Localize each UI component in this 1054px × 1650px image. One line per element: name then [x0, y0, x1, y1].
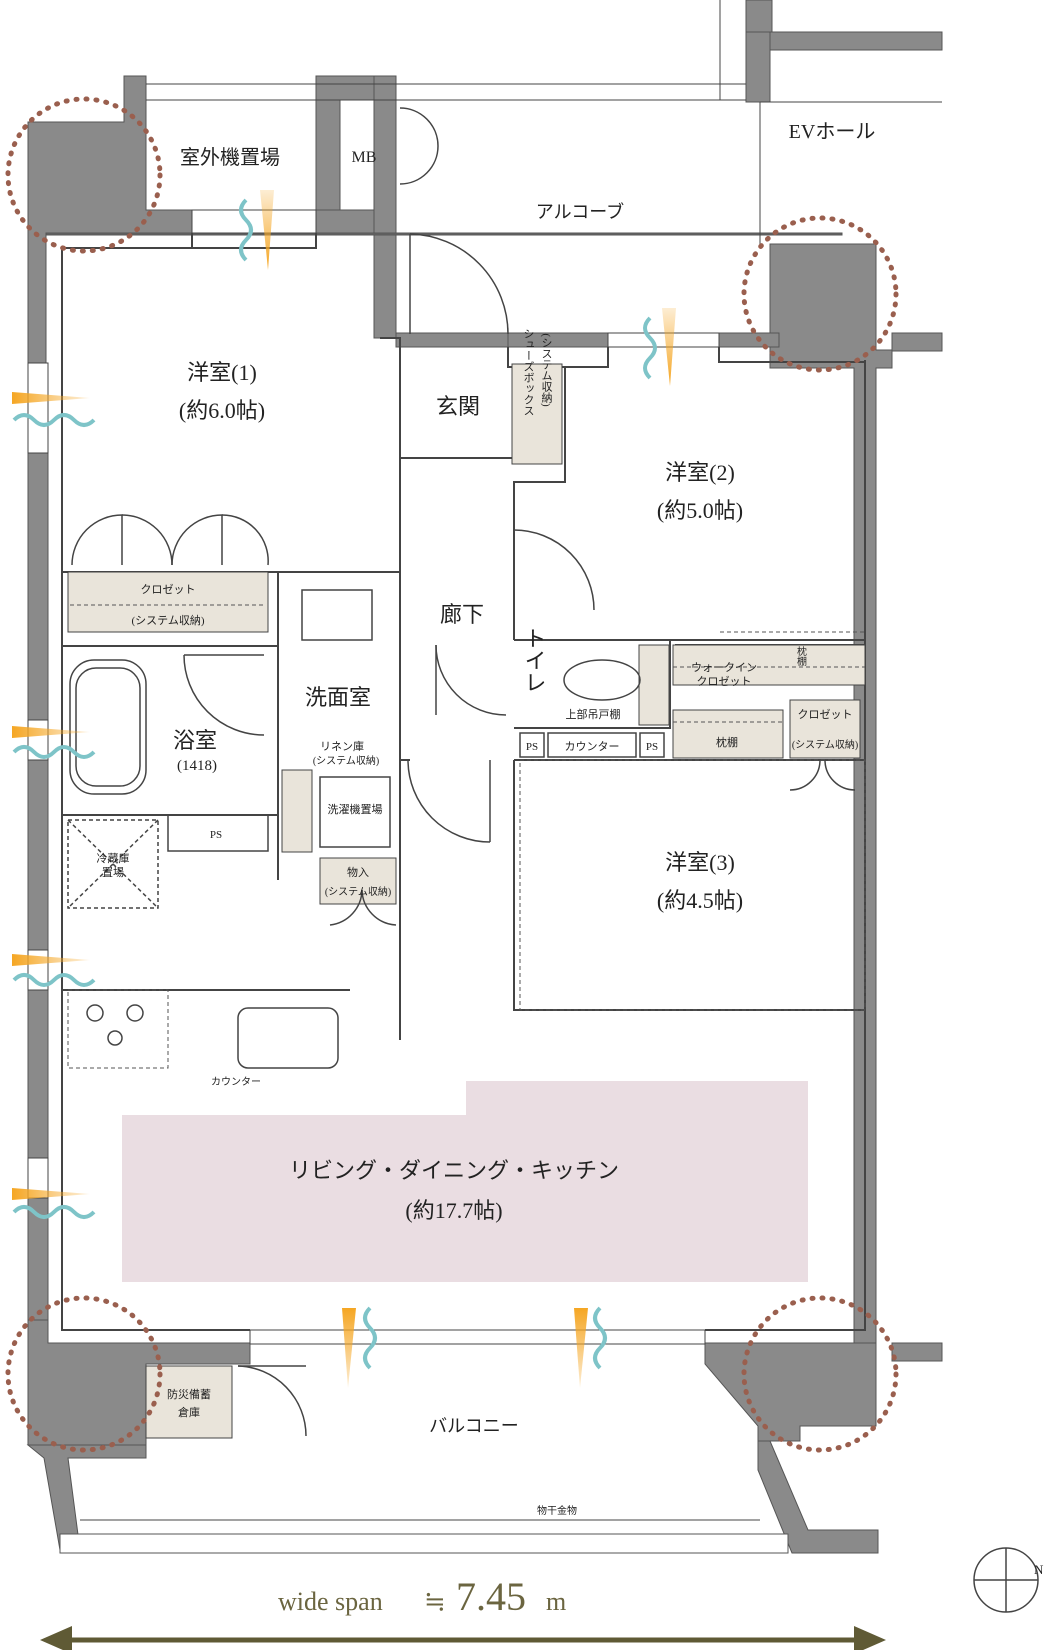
storage-areas — [67, 363, 866, 1439]
pillow-shelf-label: 枕棚 — [716, 735, 738, 749]
mb-label: MB — [352, 149, 377, 166]
walk-in-label-1: ウォークイン — [691, 661, 757, 674]
ldk-highlight — [122, 1081, 808, 1282]
balcony-label: バルコニー — [429, 1416, 519, 1436]
structural-column-markers — [5, 96, 899, 1453]
doors — [71, 107, 856, 1437]
linen-label-1: リネン庫 — [320, 739, 364, 753]
upper-cabinet-label: 上部吊戸棚 — [566, 707, 621, 721]
walk-in-label-2: クロゼット — [697, 675, 752, 688]
labels: 洋室(1) (約6.0帖) 洋室(2) (約5.0帖) 洋室(3) (約4.5帖… — [97, 121, 876, 1517]
ps-label-2: PS — [646, 741, 658, 753]
bath-size: (1418) — [177, 758, 217, 774]
hallway-label: 廊下 — [440, 602, 484, 627]
span-arrow — [40, 1626, 886, 1650]
span-approx: ≒ — [424, 1587, 446, 1616]
disaster-storage-1: 防災備蓄 — [167, 1387, 211, 1401]
span-prefix: wide span — [278, 1587, 383, 1616]
fixtures — [67, 589, 665, 1069]
closet3-label: クロゼット — [798, 708, 853, 721]
dashed-lines — [67, 604, 866, 1069]
western3-size: (約4.5帖) — [657, 888, 743, 913]
compass-north-label: N — [1034, 1562, 1044, 1577]
storage-label-1: 物入 — [347, 865, 369, 879]
ldk-name: リビング・ダイニング・キッチン — [289, 1158, 619, 1183]
ev-hall-label: EVホール — [789, 121, 876, 143]
fridge-label-1: 冷蔵庫 — [97, 851, 130, 865]
counter-kitchen-label: カウンター — [211, 1076, 261, 1088]
laundry-hardware-label: 物干金物 — [537, 1504, 577, 1517]
ldk-size: (約17.7帖) — [405, 1198, 502, 1223]
closet3-sub: (システム収納) — [792, 738, 858, 751]
western2-name: 洋室(2) — [665, 460, 735, 485]
span-value: 7.45 — [456, 1574, 526, 1619]
wide-span: wide span ≒ 7.45 m — [278, 1574, 566, 1619]
counter-toilet-label: カウンター — [565, 740, 620, 753]
shoe-box-sub: (システム収納) — [540, 333, 553, 407]
pillow-shelf-vertical: 枕棚 — [795, 645, 807, 667]
storage-label-2: (システム収納) — [325, 885, 391, 898]
toilet-label: トイレ — [522, 627, 547, 693]
outdoor-unit-label: 室外機置場 — [180, 146, 280, 169]
ps-label-1: PS — [526, 741, 538, 753]
washer-label: 洗濯機置場 — [328, 802, 383, 816]
western1-name: 洋室(1) — [187, 360, 257, 385]
bath-name: 浴室 — [173, 728, 217, 753]
ventilation-icons — [12, 190, 676, 1388]
closet1-label: クロゼット — [141, 583, 196, 596]
shoe-box-label: シューズボックス — [522, 328, 535, 416]
walls — [26, 0, 943, 1554]
closet1-sub: (システム収納) — [132, 614, 205, 627]
ps-label-bath: PS — [210, 829, 222, 841]
fridge-label-2: 置場 — [102, 866, 124, 879]
compass: N — [973, 1547, 1044, 1613]
disaster-storage-2: 倉庫 — [178, 1405, 200, 1419]
washroom-label: 洗面室 — [305, 685, 371, 710]
entrance-label: 玄関 — [436, 394, 480, 419]
western2-size: (約5.0帖) — [657, 498, 743, 523]
alcove-label: アルコーブ — [536, 201, 624, 222]
western1-size: (約6.0帖) — [179, 398, 265, 423]
linen-label-2: (システム収納) — [313, 754, 379, 767]
western3-name: 洋室(3) — [665, 850, 735, 875]
span-unit: m — [546, 1587, 566, 1616]
